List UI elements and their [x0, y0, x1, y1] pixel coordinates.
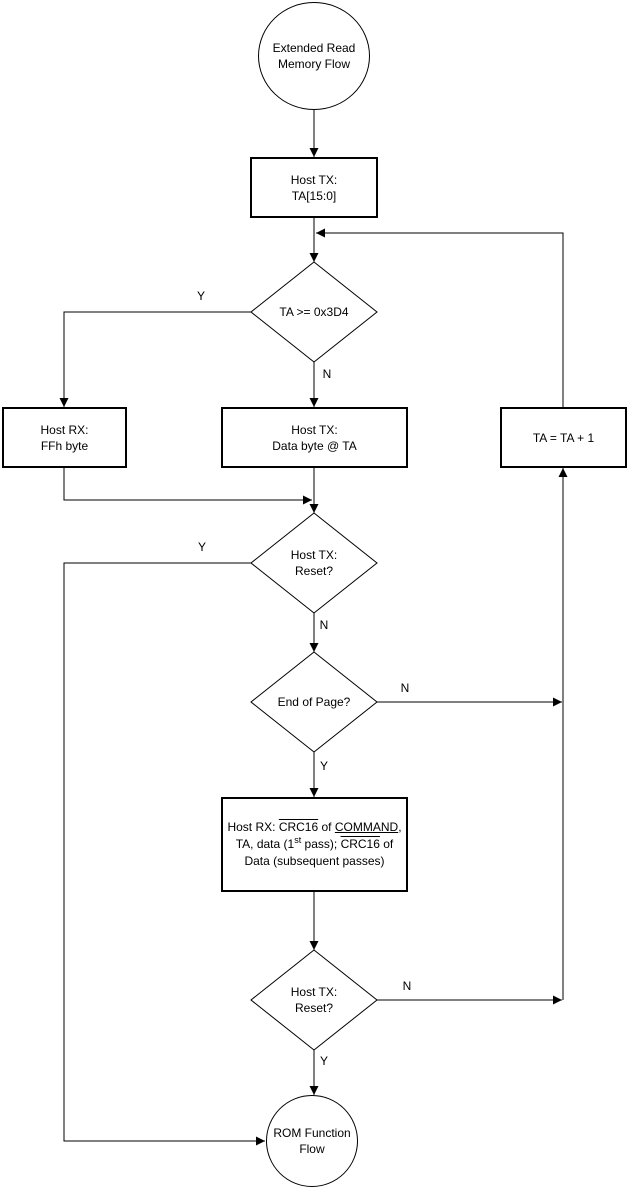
process-ta-increment-label: TA = TA + 1 — [532, 430, 595, 445]
label-end-of-page-no: N — [400, 681, 410, 695]
label-reset2-yes: Y — [319, 1054, 329, 1068]
process-host-tx-databyte: Host TX: Data byte @ TA — [221, 407, 408, 468]
label-end-of-page-yes: Y — [319, 759, 329, 773]
start-terminator: Extended Read Memory Flow — [258, 2, 370, 110]
label-ta-check-yes: Y — [196, 289, 206, 303]
edge-ffh-merge — [63, 468, 312, 505]
crc16-line2: TA, data (1st pass); CRC16 of — [235, 835, 394, 852]
process-host-tx-ta-label: Host TX: TA[15:0] — [290, 172, 338, 203]
decision-ta-check-label: TA >= 0x3D4 — [279, 305, 349, 319]
process-host-rx-crc16: Host RX: CRC16 of COMMAND, TA, data (1st… — [221, 797, 408, 892]
process-ta-increment: TA = TA + 1 — [500, 407, 627, 468]
decision-reset2-shape — [250, 949, 378, 1051]
process-host-rx-ffh: Host RX: FFh byte — [2, 407, 127, 468]
edge-increment-loop-top — [316, 228, 564, 407]
end-terminator: ROM Function Flow — [266, 1095, 358, 1187]
decision-end-of-page-shape — [250, 651, 378, 753]
edge-tacheck-yes — [59, 311, 251, 407]
process-host-rx-crc16-text: Host RX: CRC16 of COMMAND, TA, data (1st… — [223, 819, 405, 870]
crc16-overline-1: CRC16 — [278, 820, 319, 834]
crc16-overline-2: CRC16 — [340, 837, 380, 851]
label-reset1-yes: Y — [197, 540, 207, 554]
decision-ta-check-shape — [250, 261, 378, 363]
process-host-tx-ta: Host TX: TA[15:0] — [250, 157, 378, 218]
process-host-rx-ffh-label: Host RX: FFh byte — [40, 422, 89, 453]
crc16-line1: Host RX: CRC16 of COMMAND, — [227, 820, 402, 834]
end-label: ROM Function Flow — [273, 1126, 351, 1156]
decision-reset2-label: Host TX: Reset? — [290, 985, 338, 1015]
label-reset1-no: N — [319, 618, 329, 632]
superscript-st: st — [294, 835, 302, 845]
decision-reset1-label: Host TX: Reset? — [290, 548, 338, 578]
command-underline: COMMAND — [334, 820, 399, 834]
decision-reset1-shape — [250, 512, 378, 614]
decision-end-of-page-label: End of Page? — [277, 695, 351, 709]
edge-reset1-yes — [63, 562, 265, 1146]
start-label: Extended Read Memory Flow — [272, 41, 356, 71]
process-host-tx-databyte-label: Host TX: Data byte @ TA — [272, 422, 357, 453]
crc16-line3: Data (subsequent passes) — [244, 854, 385, 868]
label-ta-check-no: N — [322, 367, 332, 381]
label-reset2-no: N — [402, 979, 412, 993]
